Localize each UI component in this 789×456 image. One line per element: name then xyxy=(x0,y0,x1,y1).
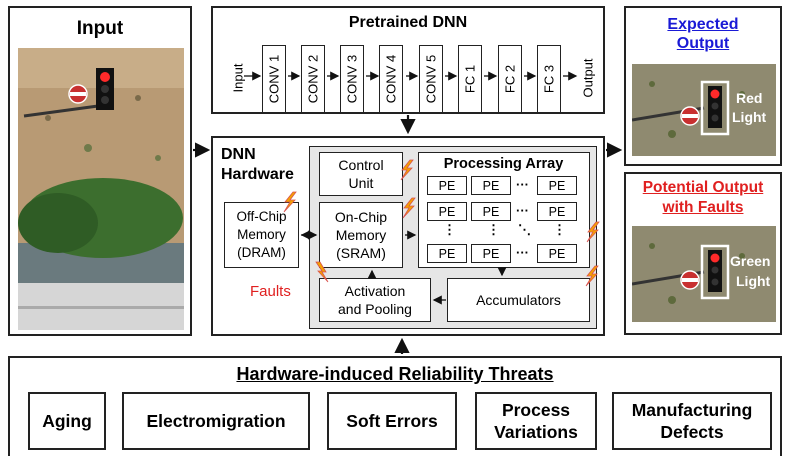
array-title: Processing Array xyxy=(443,156,564,172)
dnn-layer-box: FC 3 xyxy=(537,45,561,113)
array-dots-horizontal: ··· xyxy=(516,203,529,218)
control-line2: Unit xyxy=(348,175,374,191)
dnn-layer-box: CONV 4 xyxy=(379,45,403,113)
pe-cell: PE xyxy=(537,202,577,221)
input-panel: Input xyxy=(8,6,192,336)
pe-cell: PE xyxy=(471,244,511,263)
pe-cell: PE xyxy=(427,244,467,263)
pe-cell: PE xyxy=(427,202,467,221)
pe-cell: PE xyxy=(427,176,467,195)
dnn-layer-box: FC 1 xyxy=(458,45,482,113)
off-chip-memory-box: Off-Chip Memory (DRAM) xyxy=(224,202,299,268)
faulty-title-line1: Potential Output xyxy=(642,179,764,196)
faulty-title-line2: with Faults xyxy=(662,199,744,216)
array-dots-horizontal: ··· xyxy=(516,245,529,260)
offchip-line2: Memory xyxy=(237,227,286,242)
onchip-line1: On-Chip xyxy=(334,209,388,225)
faults-label: Faults xyxy=(250,283,291,300)
expected-caption-line2: Light xyxy=(732,109,767,125)
main-arrows xyxy=(193,115,623,354)
threat-label: Electromigration xyxy=(146,411,286,431)
expected-title-line2: Output xyxy=(676,35,730,52)
array-dots-horizontal: ··· xyxy=(516,177,529,192)
hardware-title-line1: DNN xyxy=(221,146,256,163)
hardware-title-line2: Hardware xyxy=(221,166,294,183)
array-dots-vertical: ⋮ xyxy=(443,222,456,237)
on-chip-memory-box: On-Chip Memory (SRAM) xyxy=(319,202,403,268)
array-dots-vertical: ⋮ xyxy=(487,222,500,237)
threats-title: Hardware-induced Reliability Threats xyxy=(236,364,554,384)
aging-box: Aging xyxy=(28,392,106,450)
bolt-icon xyxy=(586,221,600,243)
dnn-title: Pretrained DNN xyxy=(348,14,468,31)
activation-pooling-box: Activation and Pooling xyxy=(319,278,431,322)
control-line1: Control xyxy=(338,157,384,173)
pe-cell: PE xyxy=(537,244,577,263)
bolt-icon xyxy=(315,261,329,283)
expected-output-photo xyxy=(632,64,776,156)
pe-cell: PE xyxy=(471,176,511,195)
hardware-connectors xyxy=(300,230,507,305)
bolt-icon xyxy=(283,191,297,213)
dnn-layer-box: CONV 3 xyxy=(340,45,364,113)
offchip-line3: (DRAM) xyxy=(237,245,286,260)
faulty-caption-line1: Green xyxy=(730,253,771,269)
faulty-output-panel: Potential Output with Faults Green Light xyxy=(624,172,782,335)
expected-output-panel: Expected Output Red Light xyxy=(624,6,782,166)
threat-label: Process xyxy=(501,400,571,420)
faulty-output-photo xyxy=(632,226,776,322)
control-unit-box: Control Unit xyxy=(319,152,403,196)
offchip-line1: Off-Chip xyxy=(236,209,287,224)
accumulators-box: Accumulators xyxy=(447,278,590,322)
bolt-icon xyxy=(585,265,599,287)
threat-label: Variations xyxy=(494,422,578,442)
onchip-line3: (SRAM) xyxy=(336,245,386,261)
pe-cell: PE xyxy=(537,176,577,195)
threat-label: Aging xyxy=(42,411,92,431)
traffic-scene-photo xyxy=(18,48,184,330)
threat-label: Defects xyxy=(660,422,724,442)
dnn-layer-box: CONV 2 xyxy=(301,45,325,113)
dnn-layer-box: FC 2 xyxy=(498,45,522,113)
input-title: Input xyxy=(76,18,124,39)
array-dots-diagonal: ⋱ xyxy=(518,222,531,237)
soft-errors-box: Soft Errors xyxy=(327,392,457,450)
electromigration-box: Electromigration xyxy=(122,392,310,450)
threat-label: Manufacturing xyxy=(631,400,753,420)
fault-bolt-icons xyxy=(283,159,600,287)
activation-line2: and Pooling xyxy=(338,301,412,317)
expected-title-line1: Expected xyxy=(667,16,739,33)
expected-caption-line1: Red xyxy=(736,90,763,106)
bolt-icon xyxy=(400,159,414,181)
dnn-layer-box: CONV 1 xyxy=(262,45,286,113)
dnn-layer-box: CONV 5 xyxy=(419,45,443,113)
threat-label: Soft Errors xyxy=(346,411,438,431)
activation-line1: Activation xyxy=(344,283,406,299)
faulty-caption-line2: Light xyxy=(736,273,771,289)
array-dots-vertical: ⋮ xyxy=(553,222,566,237)
pe-cell: PE xyxy=(471,202,511,221)
accumulators-label: Accumulators xyxy=(476,292,561,308)
bolt-icon xyxy=(402,197,416,219)
onchip-line2: Memory xyxy=(335,227,387,243)
